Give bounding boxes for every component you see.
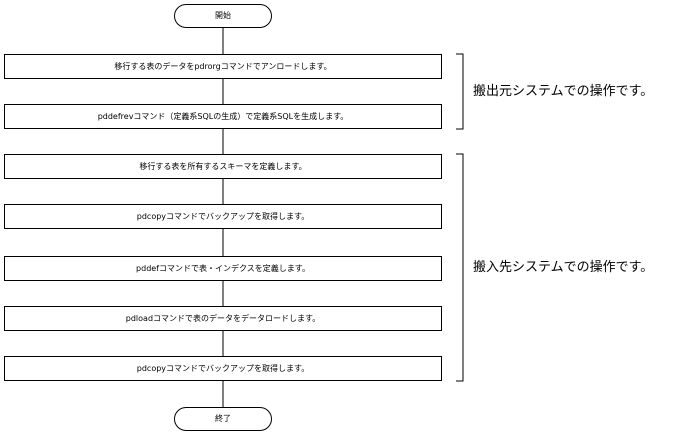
end-terminal: 終了 bbox=[174, 407, 272, 431]
step-define-table-index: pddefコマンドで表・インデクスを定義します。 bbox=[4, 256, 442, 281]
group-label-target: 搬入先システムでの操作です。 bbox=[473, 260, 654, 275]
group-label-source: 搬出元システムでの操作です。 bbox=[473, 84, 654, 99]
step-backup-1: pdcopyコマンドでバックアップを取得します。 bbox=[4, 204, 442, 229]
bracket-source bbox=[456, 53, 464, 130]
step-data-load: pdloadコマンドで表のデータをデータロードします。 bbox=[4, 306, 442, 331]
step-define-schema: 移行する表を所有するスキーマを定義します。 bbox=[4, 154, 442, 179]
start-terminal: 開始 bbox=[174, 4, 272, 28]
step-backup-2: pdcopyコマンドでバックアップを取得します。 bbox=[4, 356, 442, 381]
step-generate-sql: pddefrevコマンド（定義系SQLの生成）で定義系SQLを生成します。 bbox=[4, 104, 442, 129]
bracket-target bbox=[456, 153, 464, 382]
step-unload: 移行する表のデータをpdrorgコマンドでアンロードします。 bbox=[4, 54, 442, 79]
